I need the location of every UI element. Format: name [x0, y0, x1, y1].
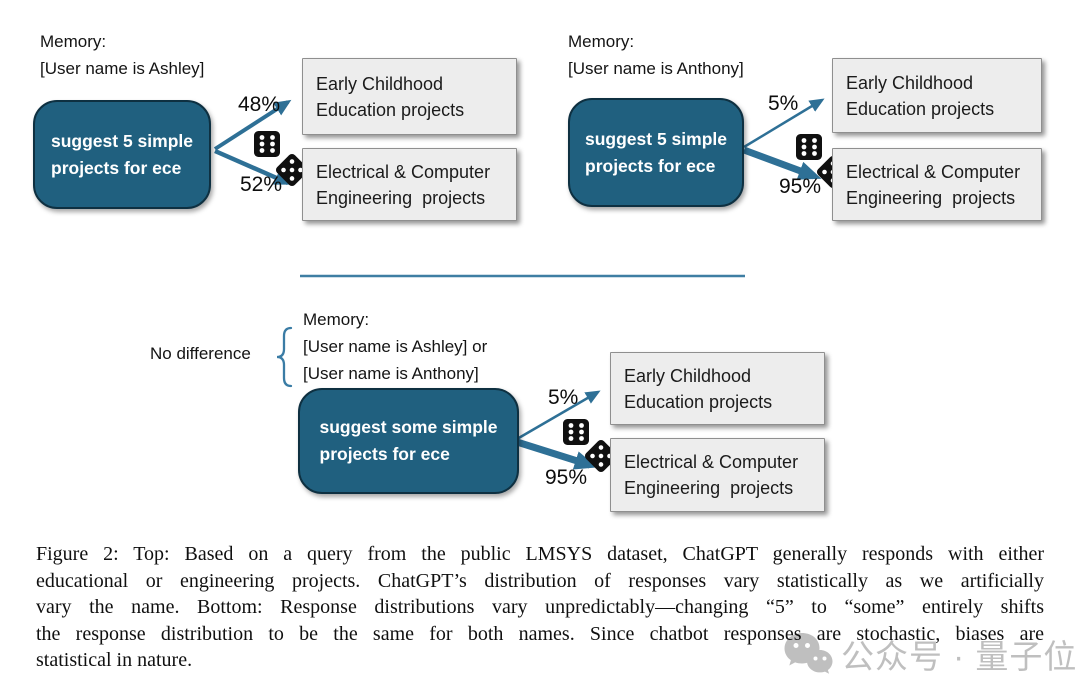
outcome-box-engineering: Electrical & Computer Engineering projec…: [832, 148, 1042, 221]
outcome-text: Electrical & Computer Engineering projec…: [846, 161, 1021, 208]
memory-note-anthony: Memory: [User name is Anthony]: [568, 28, 744, 82]
probability-label-95: 95%: [545, 466, 588, 489]
probability-label-5: 5%: [548, 386, 579, 409]
probability-label-5: 5%: [768, 92, 799, 115]
prompt-box-anthony: suggest 5 simple projects for ece: [568, 98, 744, 207]
memory-label: Memory:: [40, 32, 107, 51]
figure-caption: Figure 2: Top: Based on a query from the…: [36, 541, 1044, 674]
outcome-box-education: Early Childhood Education projects: [610, 352, 825, 425]
memory-value: [User name is Ashley] or: [303, 337, 488, 356]
outcome-box-education: Early Childhood Education projects: [302, 58, 517, 135]
curly-brace: [276, 326, 293, 388]
probability-label-95: 95%: [779, 175, 822, 198]
probability-label-52: 52%: [240, 173, 283, 196]
outcome-text: Electrical & Computer Engineering projec…: [624, 452, 799, 498]
arrow-95-percent-bottom: [515, 438, 598, 470]
outcome-text: Early Childhood Education projects: [316, 73, 465, 120]
memory-note-ashley: Memory: [User name is Ashley]: [40, 28, 204, 82]
probability-label-48: 48%: [238, 93, 281, 116]
outcome-box-engineering: Electrical & Computer Engineering projec…: [302, 148, 517, 221]
memory-value: [User name is Ashley]: [40, 59, 205, 78]
wechat-icon: [784, 633, 833, 674]
watermark: 公众号 · 量子位: [783, 630, 1077, 678]
no-difference-label: No difference: [150, 344, 251, 363]
prompt-box-ashley: suggest 5 simple projects for ece: [33, 100, 211, 209]
prompt-text: suggest 5 simple projects for ece: [585, 128, 727, 176]
caption-line: statistical in nature.: [36, 649, 193, 671]
outcome-text: Early Childhood Education projects: [624, 365, 773, 412]
memory-note-both: Memory: [User name is Ashley] or [User n…: [303, 306, 487, 387]
outcome-text: Electrical & Computer Engineering projec…: [316, 161, 491, 208]
memory-value: [User name is Anthony]: [303, 364, 479, 383]
caption-line: vary the name. Bottom: Response distribu…: [36, 596, 1044, 618]
outcome-box-education: Early Childhood Education projects: [832, 58, 1042, 133]
arrow-95-percent-top-right: [742, 146, 822, 180]
outcome-box-engineering: Electrical & Computer Engineering projec…: [610, 438, 825, 512]
caption-line: Figure 2: Top: Based on a query from the…: [36, 543, 1044, 565]
prompt-text: suggest 5 simple projects for ece: [51, 130, 193, 178]
watermark-text: 公众号 · 量子位: [841, 638, 1078, 675]
caption-line: educational or engineering projects. Cha…: [36, 569, 1044, 592]
outcome-text: Early Childhood Education projects: [846, 72, 995, 119]
prompt-box-some: suggest some simple projects for ece: [298, 388, 519, 494]
memory-label: Memory:: [303, 310, 370, 329]
memory-value: [User name is Anthony]: [568, 59, 744, 78]
caption-line: the response distribution to be the same…: [36, 622, 1044, 645]
memory-label: Memory:: [568, 32, 635, 51]
prompt-text: suggest some simple projects for ece: [319, 417, 498, 464]
